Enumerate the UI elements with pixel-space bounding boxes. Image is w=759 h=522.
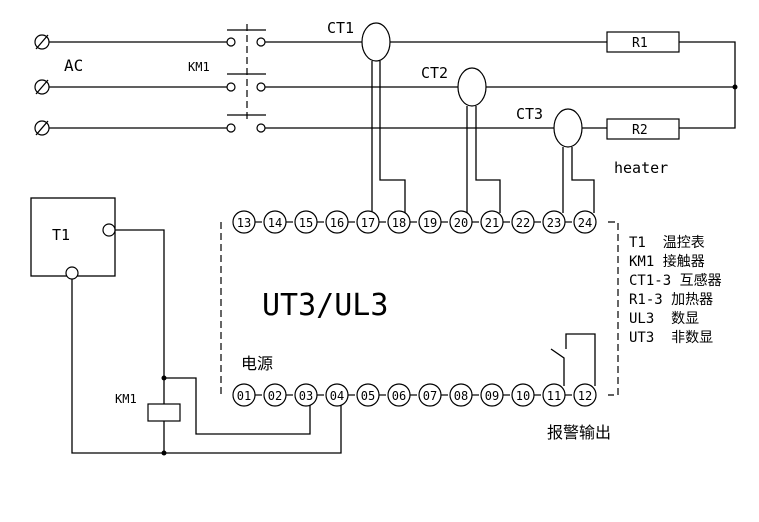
- ct2-label: CT2: [421, 64, 448, 82]
- legend: T1 温控表 KM1 接触器 CT1-3 互感器 R1-3 加热器 UL3 数显 UT3 …: [629, 235, 722, 346]
- terminal-08: 08: [449, 383, 473, 407]
- ac-terminal-2: [34, 79, 50, 95]
- terminal-20: 20: [449, 210, 473, 234]
- t1-label: T1: [52, 226, 70, 244]
- terminal-number: 08: [454, 389, 468, 403]
- terminal-number: 19: [423, 216, 437, 230]
- terminal-05: 05: [356, 383, 380, 407]
- terminal-number: 06: [392, 389, 406, 403]
- legend-item: CT1-3 互感器: [629, 272, 722, 289]
- terminal-21: 21: [480, 210, 504, 234]
- km1-coil: KM1: [115, 392, 181, 422]
- terminal-number: 12: [578, 389, 592, 403]
- r1-label: R1: [632, 36, 648, 51]
- terminal-18: 18: [387, 210, 411, 234]
- terminal-number: 09: [485, 389, 499, 403]
- terminal-number: 11: [547, 389, 561, 403]
- ac-label: AC: [64, 56, 83, 75]
- terminal-number: 10: [516, 389, 530, 403]
- km1-coil-label: KM1: [115, 392, 137, 406]
- terminal-number: 16: [330, 216, 344, 230]
- terminal-19: 19: [418, 210, 442, 234]
- r2-label: R2: [632, 123, 648, 138]
- terminal-number: 04: [330, 389, 344, 403]
- top-terminal-row: 13 14 15 16 17 18 19 20 21 22 23 24: [232, 210, 597, 234]
- terminal-22: 22: [511, 210, 535, 234]
- alarm-relay-contact: 报警输出: [547, 333, 611, 442]
- ac-terminal-1: [34, 34, 50, 50]
- ac-terminal-3: [34, 120, 50, 136]
- ct1-transformer: CT1: [327, 19, 406, 213]
- terminal-number: 01: [237, 389, 251, 403]
- terminal-number: 21: [485, 216, 499, 230]
- legend-item: KM1 接触器: [629, 253, 705, 270]
- terminal-09: 09: [480, 383, 504, 407]
- terminal-number: 15: [299, 216, 313, 230]
- ac-supply: AC: [34, 34, 227, 136]
- ct3-transformer: CT3: [516, 105, 595, 213]
- terminal-16: 16: [325, 210, 349, 234]
- terminal-circle: [573, 383, 597, 407]
- terminal-06: 06: [387, 383, 411, 407]
- terminal-number: 07: [423, 389, 437, 403]
- ct2-transformer: CT2: [421, 64, 501, 213]
- terminal-number: 14: [268, 216, 282, 230]
- ct1-label: CT1: [327, 19, 354, 37]
- terminal-17: 17: [356, 210, 380, 234]
- terminal-number: 18: [392, 216, 406, 230]
- legend-item: UL3 数显: [629, 311, 699, 327]
- terminal-number: 17: [361, 216, 375, 230]
- heater-label: heater: [614, 159, 668, 177]
- terminal-24: 24: [573, 210, 597, 234]
- terminal-03: 03: [294, 383, 318, 407]
- alarm-output-label: 报警输出: [547, 423, 611, 442]
- km1-contactor: KM1: [188, 24, 266, 133]
- terminal-number: 23: [547, 216, 561, 230]
- terminal-04: 04: [325, 383, 349, 407]
- terminal-13: 13: [232, 210, 256, 234]
- terminal-07: 07: [418, 383, 442, 407]
- legend-item: UT3 非数显: [629, 330, 713, 346]
- terminal-number: 02: [268, 389, 282, 403]
- heater-resistors: R1 R2 heater: [606, 31, 738, 177]
- terminal-number: 24: [578, 216, 592, 230]
- legend-item: T1 温控表: [629, 235, 705, 251]
- bottom-terminal-row: 01 02 03 04 05 06 07 08 09 10 11 12: [232, 383, 597, 407]
- terminal-circle: [573, 210, 597, 234]
- terminal-10: 10: [511, 383, 535, 407]
- terminal-number: 03: [299, 389, 313, 403]
- terminal-14: 14: [263, 210, 287, 234]
- terminal-12: 12: [573, 383, 597, 407]
- terminal-number: 13: [237, 216, 251, 230]
- terminal-01: 01: [232, 383, 256, 407]
- terminal-number: 22: [516, 216, 530, 230]
- terminal-23: 23: [542, 210, 566, 234]
- ct3-label: CT3: [516, 105, 543, 123]
- terminal-number: 20: [454, 216, 468, 230]
- power-label: 电源: [241, 354, 273, 373]
- terminal-11: 11: [542, 383, 566, 407]
- model-label: UT3/UL3: [262, 288, 388, 323]
- terminal-02: 02: [263, 383, 287, 407]
- control-wiring: [71, 229, 342, 456]
- km1-contactor-label: KM1: [188, 60, 210, 74]
- legend-item: R1-3 加热器: [629, 292, 713, 308]
- t1-controller: T1: [30, 197, 116, 280]
- terminal-15: 15: [294, 210, 318, 234]
- terminal-number: 05: [361, 389, 375, 403]
